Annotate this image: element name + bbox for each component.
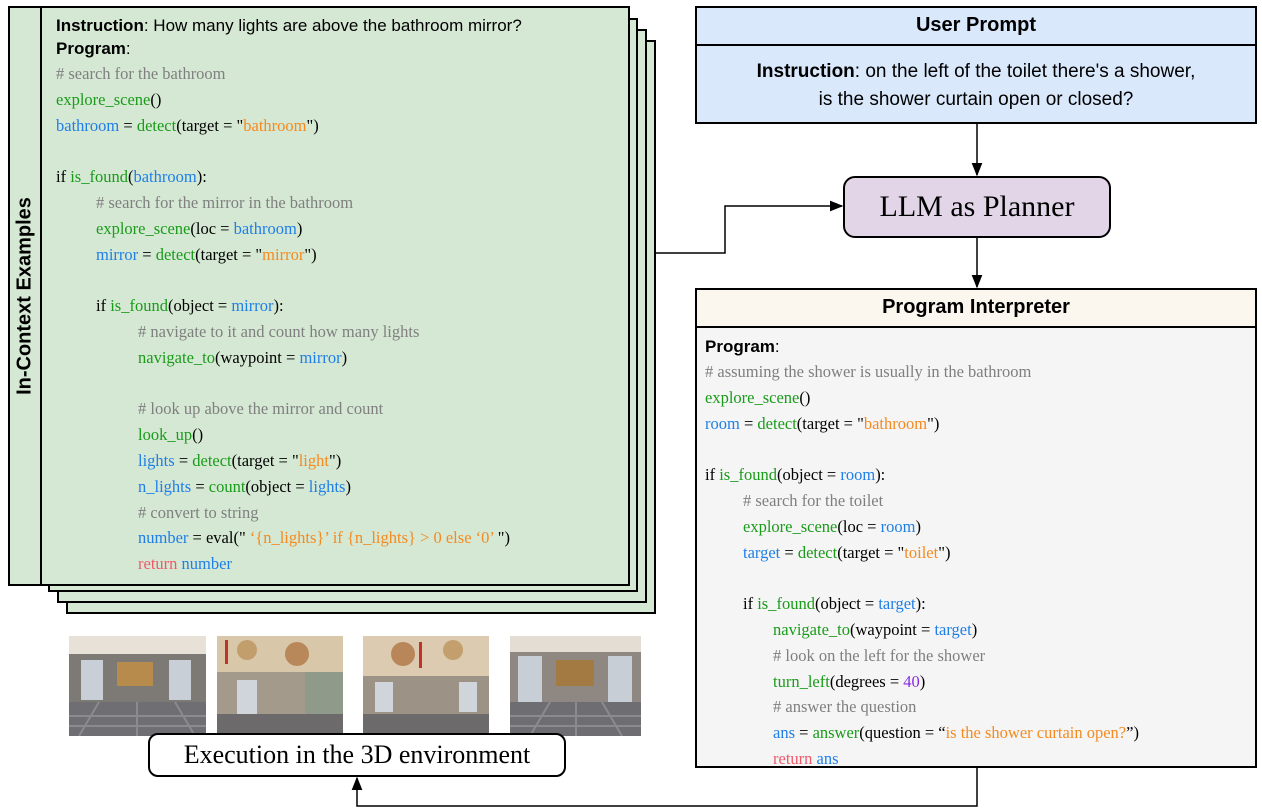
interp-code-line-1: # assuming the shower is usually in the … [705, 362, 1032, 381]
example-code-line-2: explore_scene() [56, 89, 162, 109]
in-context-side-bar [8, 6, 42, 586]
interp-code-line-15: ans = answer(question = “is the shower c… [773, 723, 1139, 743]
example-code-line-3: bathroom = detect(target = "bathroom") [56, 115, 319, 135]
example-code-line-18: # convert to string [138, 502, 259, 522]
example-code-line-20: return number [138, 554, 232, 574]
llm-planner-box: LLM as Planner [843, 176, 1111, 238]
example-code-line-17: n_lights = count(object = lights) [138, 476, 351, 496]
interp-code-line-8: target = detect(target = "toilet") [743, 542, 951, 562]
example-code-line-8: mirror = detect(target = "mirror") [96, 244, 317, 264]
in-context-example-card: Instruction: How many lights are above t… [40, 6, 630, 586]
example-code-line-1: # search for the bathroom [56, 64, 226, 83]
user-prompt-title: User Prompt [697, 8, 1255, 46]
example-code-line-19: number = eval(" ‘{n_lights}’ if {n_light… [138, 528, 511, 548]
environment-view-1 [69, 636, 206, 736]
program-interpreter-box: Program Interpreter Program: # assuming … [695, 288, 1257, 768]
interp-code-line-11: navigate_to(waypoint = target) [773, 620, 978, 639]
interpreter-program-header: Program: [705, 337, 780, 356]
interp-code-line-5: if is_found(object = room): [705, 465, 886, 485]
user-prompt-instruction: Instruction: on the left of the toilet t… [756, 61, 1196, 110]
example-code-line-6: # search for the mirror in the bathroom [96, 193, 354, 212]
interp-code-line-16: return ans [773, 749, 839, 768]
environment-view-2 [217, 636, 343, 736]
example-code-line-15: look_up() [138, 425, 204, 445]
example-program-header: Program: [56, 39, 131, 58]
in-context-examples-label: In-Context Examples [13, 197, 36, 395]
interp-code-line-3: room = detect(target = "bathroom") [705, 413, 940, 433]
example-instruction: Instruction: How many lights are above t… [56, 16, 522, 35]
program-interpreter-title: Program Interpreter [697, 290, 1255, 328]
example-code-line-14: # look up above the mirror and count [138, 399, 384, 419]
example-code-line-5: if is_found(bathroom): [56, 167, 207, 187]
interp-code-line-13: turn_left(degrees = 40) [773, 671, 926, 691]
interp-code-line-10: if is_found(object = target): [743, 594, 926, 614]
example-code-line-11: # navigate to it and count how many ligh… [138, 322, 420, 341]
interp-code-line-12: # look on the left for the shower [773, 645, 986, 665]
example-code-line-12: navigate_to(waypoint = mirror) [138, 347, 348, 367]
execution-label-box: Execution in the 3D environment [148, 733, 566, 777]
environment-view-4 [510, 636, 641, 736]
arrow-examples-to-planner [630, 200, 844, 254]
user-prompt-box: User Prompt Instruction: on the left of … [695, 6, 1257, 124]
example-code-line-7: explore_scene(loc = bathroom) [96, 218, 303, 238]
arrow-interpreter-to-execution [351, 768, 978, 807]
interp-code-line-7: explore_scene(loc = room) [743, 516, 921, 536]
interp-code-line-2: explore_scene() [705, 387, 811, 407]
example-code-line-16: lights = detect(target = "light") [138, 451, 342, 470]
example-code-line-10: if is_found(object = mirror): [96, 296, 284, 316]
interp-code-line-14: # answer the question [773, 697, 917, 717]
environment-view-3 [363, 636, 489, 736]
interp-code-line-6: # search for the toilet [743, 491, 884, 510]
